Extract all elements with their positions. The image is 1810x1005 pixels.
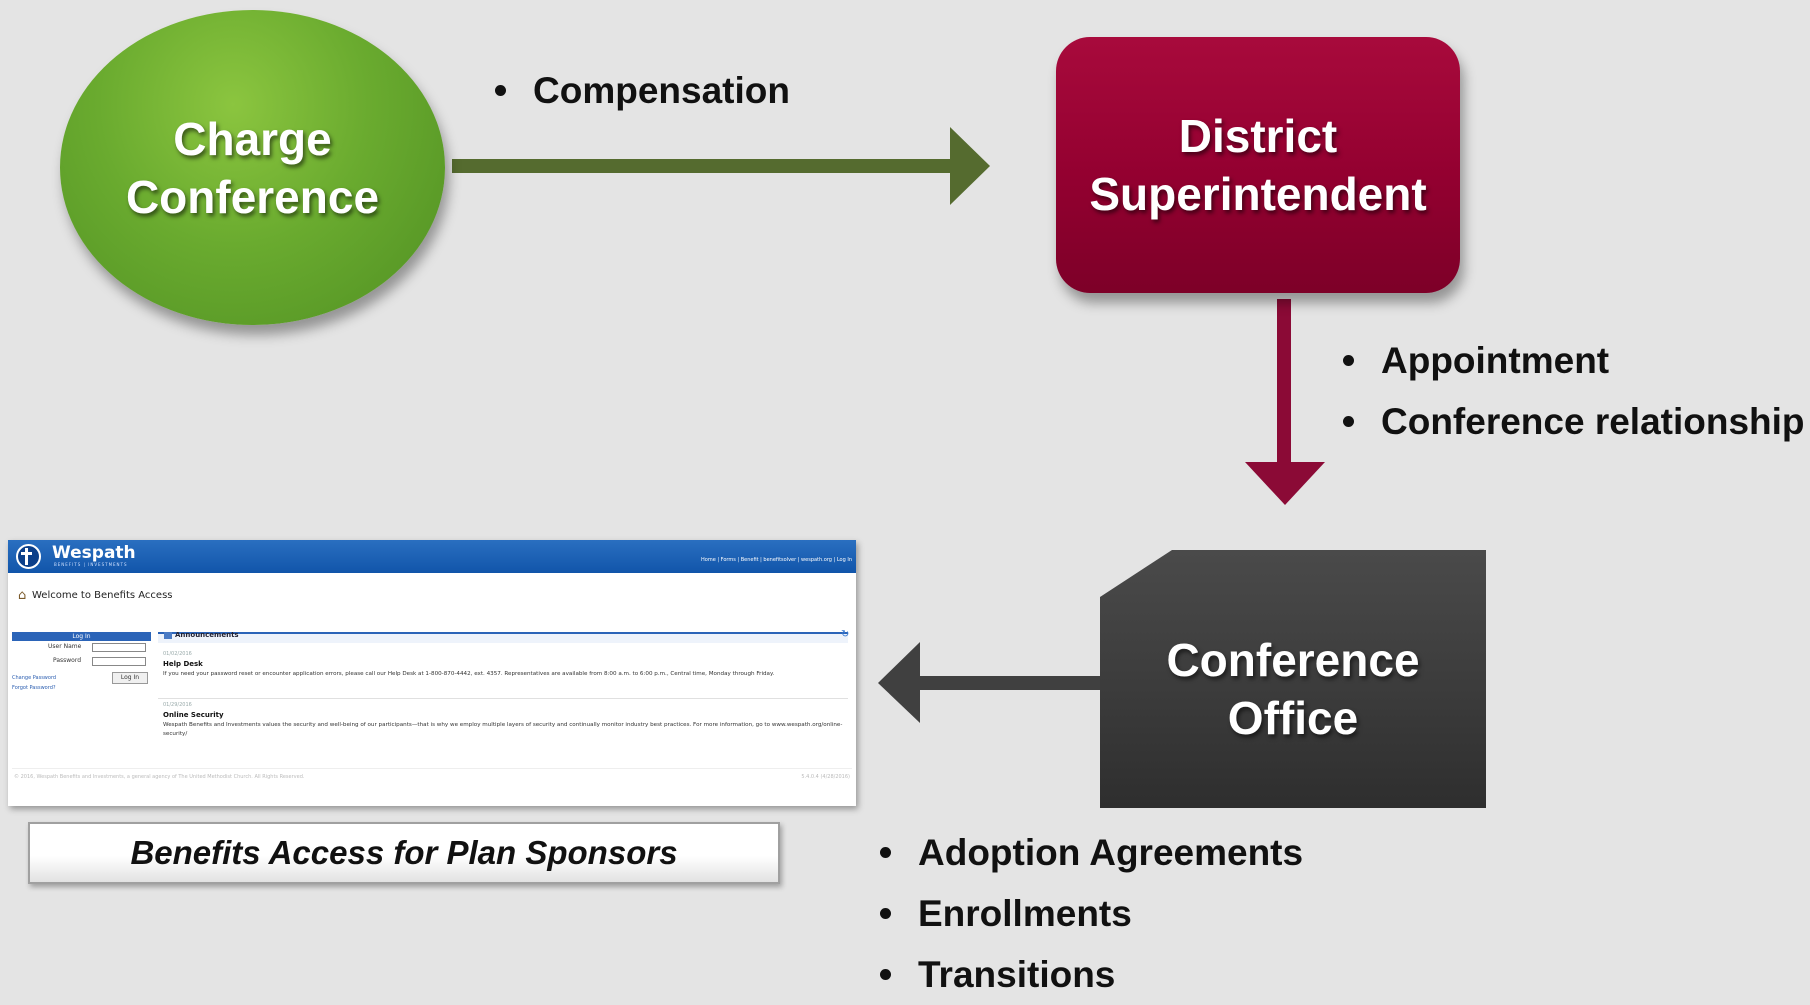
ws-announcements-bar	[158, 632, 848, 643]
ws-password-label: Password	[53, 657, 82, 664]
ws-announcement-date: 01/02/2016	[163, 651, 192, 657]
bullet-item: Compensation	[495, 60, 790, 121]
wespath-logo-icon	[16, 544, 41, 569]
office-actions-list: Adoption Agreements Enrollments Transiti…	[880, 822, 1303, 1005]
bullet-item: Transitions	[880, 944, 1303, 1005]
bullet-text: Compensation	[533, 70, 790, 111]
charge-conference-line-2: Conference	[125, 170, 380, 223]
bullet-dot-icon	[880, 908, 891, 919]
ws-welcome-title: Welcome to Benefits Access	[32, 590, 173, 601]
bullet-dot-icon	[1343, 355, 1354, 366]
bullet-text: Enrollments	[918, 893, 1132, 934]
ws-announcement-body: If you need your password reset or encou…	[163, 671, 775, 677]
ws-change-password-link[interactable]: Change Password	[12, 675, 57, 681]
ws-announcement-divider	[158, 698, 848, 699]
conference-office-line-2: Office	[1227, 692, 1359, 744]
district-superintendent-node: District Superintendent	[1056, 37, 1460, 293]
ws-brand-name: Wespath	[52, 543, 136, 563]
ws-top-nav[interactable]: Home | Forms | Benefit | benefitsolver |…	[701, 557, 852, 563]
arrow-charge-to-district-head	[950, 127, 990, 205]
charge-conference-line-1: Charge	[173, 112, 332, 165]
announcements-icon	[164, 632, 172, 639]
ws-login-button[interactable]: Log In	[112, 672, 148, 684]
bullet-dot-icon	[495, 85, 506, 96]
bullet-dot-icon	[1343, 416, 1354, 427]
ws-tagline: BENEFITS | INVESTMENTS	[54, 562, 128, 567]
arrow-district-to-office-shaft	[1277, 299, 1291, 464]
ws-announcement-body: Wespath Benefits and Investments values …	[163, 722, 843, 737]
appointment-list: Appointment Conference relationship	[1343, 330, 1805, 452]
wespath-logo-cross-icon	[25, 548, 28, 565]
ws-login-title: Log In	[12, 632, 151, 641]
conference-office-line-1: Conference	[1166, 634, 1420, 686]
arrow-charge-to-district-shaft	[452, 159, 952, 173]
ws-forgot-password-link[interactable]: Forgot Password?	[12, 685, 56, 691]
ws-footer-text: © 2016, Wespath Benefits and Investments…	[14, 774, 305, 780]
ws-footer-divider	[12, 768, 852, 769]
ws-password-input[interactable]	[92, 657, 146, 666]
bullet-dot-icon	[880, 969, 891, 980]
home-icon: ⌂	[18, 588, 27, 603]
ws-username-label: User Name	[48, 643, 82, 650]
bullet-text: Conference relationship	[1381, 401, 1805, 442]
ws-announcements-title: Announcements	[175, 631, 239, 639]
bullet-text: Transitions	[918, 954, 1116, 995]
caption-box: Benefits Access for Plan Sponsors	[28, 822, 780, 884]
district-superintendent-label: District Superintendent	[1089, 107, 1426, 223]
arrow-district-to-office-head	[1245, 462, 1325, 505]
district-superintendent-line-2: Superintendent	[1089, 168, 1427, 220]
charge-conference-node: Charge Conference	[60, 10, 445, 325]
charge-conference-label: Charge Conference	[126, 110, 379, 226]
conference-office-node: Conference Office	[1100, 550, 1486, 808]
ws-announcement-heading: Online Security	[163, 711, 224, 719]
caption-text: Benefits Access for Plan Sponsors	[130, 834, 678, 871]
bullet-item: Appointment	[1343, 330, 1805, 391]
wespath-logo-cross-bar-icon	[21, 552, 32, 555]
ws-username-input[interactable]	[92, 643, 146, 652]
ws-announcement-date: 01/29/2016	[163, 702, 192, 708]
bullet-item: Adoption Agreements	[880, 822, 1303, 883]
bullet-text: Appointment	[1381, 340, 1610, 381]
arrow-office-to-benefits-shaft	[918, 676, 1100, 690]
bullet-item: Conference relationship	[1343, 391, 1805, 452]
ws-version-text: 5.4.0.4 (4/28/2016)	[801, 774, 850, 780]
refresh-icon[interactable]: ↻	[841, 629, 850, 640]
ws-header-bar	[8, 540, 856, 573]
benefits-access-screenshot: Wespath BENEFITS | INVESTMENTS Home | Fo…	[8, 540, 856, 806]
bullet-item: Enrollments	[880, 883, 1303, 944]
arrow-office-to-benefits-head	[878, 642, 920, 723]
conference-office-label: Conference Office	[1166, 611, 1419, 747]
district-superintendent-line-1: District	[1178, 110, 1338, 162]
bullet-dot-icon	[880, 847, 891, 858]
compensation-list: Compensation	[495, 60, 790, 121]
ws-announcement-heading: Help Desk	[163, 660, 203, 668]
bullet-text: Adoption Agreements	[918, 832, 1304, 873]
